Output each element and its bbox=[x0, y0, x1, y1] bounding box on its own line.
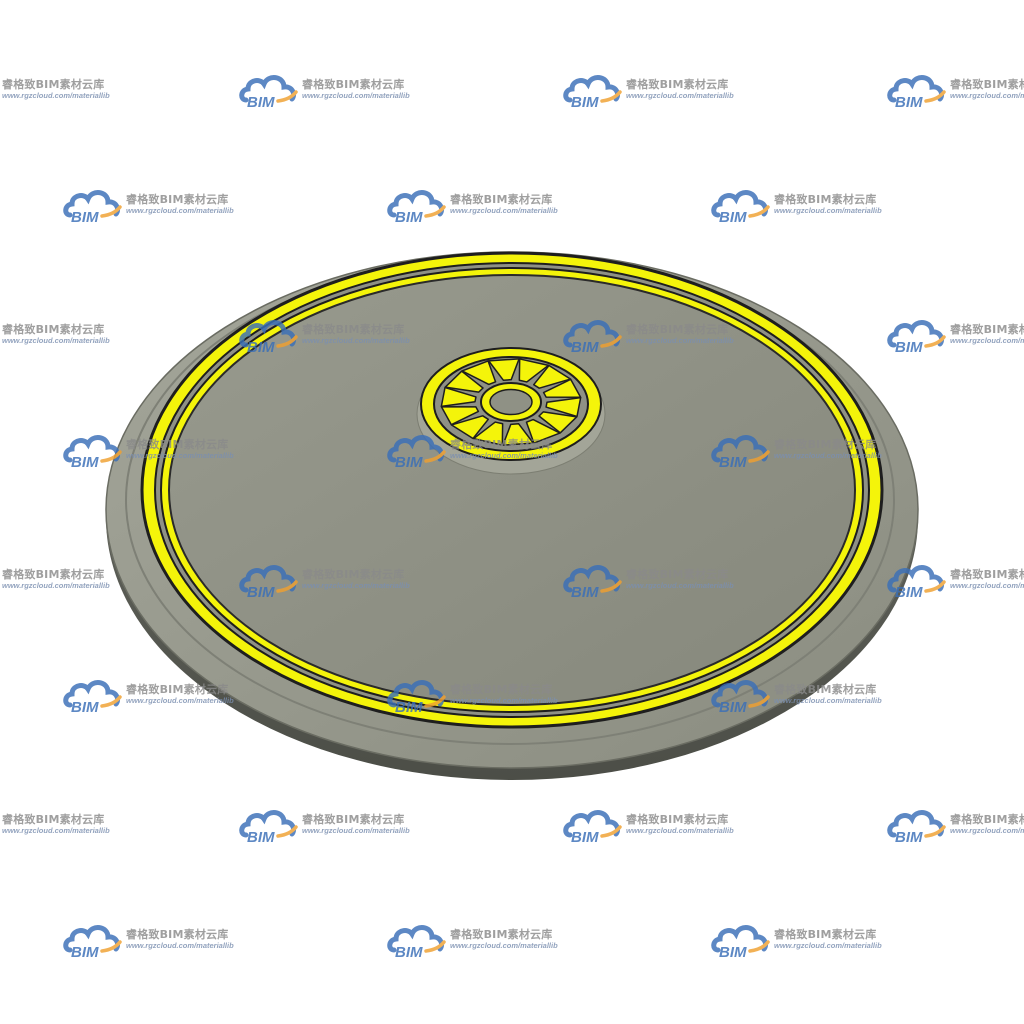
sun-emblem bbox=[416, 347, 606, 475]
sun-ray bbox=[542, 378, 582, 399]
sun-rays bbox=[440, 358, 582, 446]
emblem-center-dot bbox=[489, 388, 533, 416]
disc-face bbox=[168, 274, 856, 706]
